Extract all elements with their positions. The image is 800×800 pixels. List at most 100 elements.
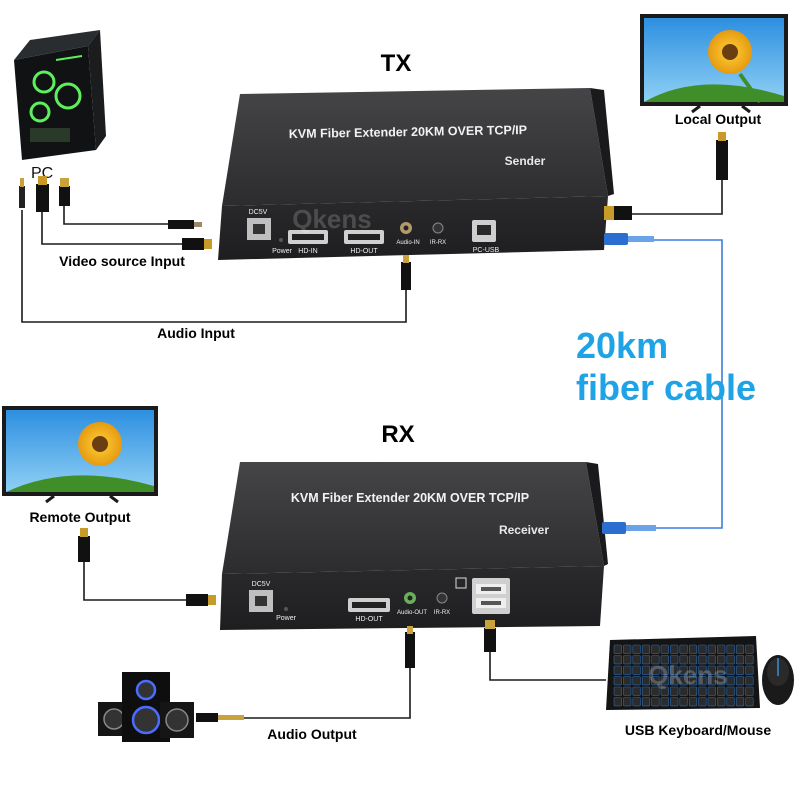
keyboard-key	[688, 644, 698, 654]
keyboard-key	[641, 665, 651, 675]
keyboard-key	[735, 676, 745, 686]
keyboard-key	[670, 655, 679, 665]
keyboard-key	[679, 655, 688, 665]
keyboard-key	[698, 665, 707, 675]
keyboard-key	[641, 676, 651, 686]
keyboard-key	[688, 686, 698, 696]
usb-pc-cable	[63, 205, 168, 225]
keyboard-key	[641, 686, 651, 696]
remote-output-label: Remote Output	[29, 509, 130, 525]
cables	[21, 178, 723, 719]
rx-device	[220, 462, 608, 630]
keyboard-key	[735, 644, 745, 654]
keyboard-key	[613, 686, 622, 696]
pc-tower-icon	[14, 30, 106, 160]
keyboard-key	[735, 686, 745, 696]
keyboard-key	[651, 665, 660, 675]
keyboard-key	[717, 676, 726, 686]
keyboard-key	[735, 697, 745, 707]
keyboard-key	[679, 686, 688, 696]
keyboard-key	[679, 697, 688, 707]
fiber-length-label: 20km	[576, 325, 668, 366]
keyboard-key	[613, 665, 622, 675]
local-output-cable	[612, 178, 723, 215]
keyboard-key	[670, 665, 679, 675]
keyboard-key	[745, 686, 754, 696]
speakers-icon	[98, 672, 244, 742]
keyboard-key	[698, 644, 707, 654]
keyboard-key	[632, 697, 641, 707]
keyboard-key	[745, 676, 754, 686]
keyboard-key	[735, 655, 745, 665]
keyboard-key	[660, 676, 669, 686]
keyboard-key	[651, 697, 660, 707]
tx-device	[218, 88, 614, 260]
keyboard-key	[670, 676, 679, 686]
keyboard-key	[726, 665, 735, 675]
audio-output-cable	[244, 668, 411, 719]
tx-connectors	[168, 206, 632, 290]
keyboard-key	[613, 697, 622, 707]
keyboard-key	[623, 655, 632, 665]
rx-fiber-connector	[602, 522, 656, 534]
rx-port-hd-out: HD-OUT	[355, 616, 383, 623]
keyboard-key	[660, 665, 669, 675]
rx-device-title: KVM Fiber Extender 20KM OVER TCP/IP	[291, 491, 529, 505]
tx-port-audio-in: Audio-IN	[396, 240, 419, 246]
keyboard-key	[632, 655, 641, 665]
keyboard-key	[660, 644, 669, 654]
keyboard-key	[651, 686, 660, 696]
remote-output-cable	[83, 562, 188, 601]
keyboard-key	[651, 655, 660, 665]
local-monitor-icon	[640, 14, 788, 180]
usb-keyboard-cable	[489, 652, 606, 681]
keyboard-key	[698, 655, 707, 665]
video-input-cable	[41, 212, 182, 245]
keyboard-key	[623, 697, 632, 707]
keyboard-key	[726, 644, 735, 654]
keyboard-key	[651, 644, 660, 654]
tx-port-power: Power	[272, 248, 293, 255]
pc-cable-connectors	[19, 176, 70, 212]
keyboard-key	[670, 697, 679, 707]
keyboard-key	[679, 676, 688, 686]
rx-port-audio-out: Audio-OUT	[397, 610, 427, 616]
keyboard-key	[707, 676, 716, 686]
keyboard-key	[745, 665, 754, 675]
keyboard-key	[726, 676, 735, 686]
keyboard-key	[613, 644, 622, 654]
keyboard-key	[641, 644, 651, 654]
keyboard-key	[707, 697, 716, 707]
tx-port-hd-out: HD-OUT	[350, 248, 378, 255]
fiber-cable	[652, 239, 723, 529]
keyboard-key	[717, 697, 726, 707]
rx-role: Receiver	[499, 523, 549, 537]
keyboard-key	[707, 686, 716, 696]
rx-connectors	[186, 594, 496, 668]
keyboard-key	[632, 665, 641, 675]
rx-port-dc: DC5V	[252, 581, 271, 588]
tx-port-pc-usb: PC-USB	[473, 247, 500, 254]
tx-port-dc: DC5V	[249, 209, 268, 216]
keyboard-key	[688, 697, 698, 707]
keyboard-key	[641, 655, 651, 665]
keyboard-key	[698, 686, 707, 696]
keyboard-key	[717, 644, 726, 654]
keyboard-key	[707, 644, 716, 654]
keyboard-key	[623, 686, 632, 696]
keyboard-key	[613, 655, 622, 665]
keyboard-key	[745, 655, 754, 665]
keyboard-key	[688, 655, 698, 665]
keyboard-key	[717, 655, 726, 665]
keyboard-key	[660, 655, 669, 665]
keyboard-key	[623, 665, 632, 675]
keyboard-key	[707, 655, 716, 665]
pc-label: PC	[31, 165, 53, 182]
keyboard-key	[632, 676, 641, 686]
keyboard-key	[698, 697, 707, 707]
rx-port-power: Power	[276, 615, 297, 622]
keyboard-key	[670, 686, 679, 696]
audio-input-label: Audio Input	[157, 325, 235, 341]
fiber-cable-label: fiber cable	[576, 367, 756, 408]
